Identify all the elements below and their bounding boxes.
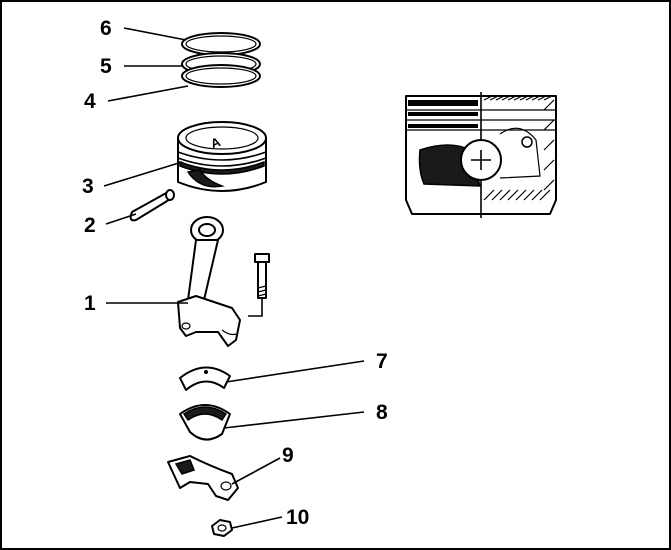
- piston-section-view: [405, 92, 557, 218]
- callout-7: 7: [376, 350, 388, 373]
- callout-10: 10: [286, 506, 309, 529]
- nut: [211, 519, 233, 537]
- callout-6: 6: [100, 17, 112, 40]
- ring-top: [181, 32, 261, 56]
- callout-9: 9: [282, 444, 294, 467]
- leader-lines: [103, 27, 365, 529]
- piston: A: [177, 121, 267, 192]
- bearing-shell-upper: [179, 366, 231, 391]
- bearing-shell-lower: [179, 404, 231, 441]
- callout-2: 2: [84, 214, 96, 237]
- callout-1: 1: [84, 292, 96, 315]
- callout-8: 8: [376, 401, 388, 424]
- connecting-rod: [177, 216, 241, 347]
- rod-cap: [167, 455, 239, 501]
- rod-bolt: [248, 253, 270, 317]
- ring-oil: [181, 64, 261, 88]
- callout-4: 4: [84, 90, 96, 113]
- callout-3: 3: [82, 175, 94, 198]
- piston-pin: [129, 189, 175, 222]
- callout-5: 5: [100, 55, 112, 78]
